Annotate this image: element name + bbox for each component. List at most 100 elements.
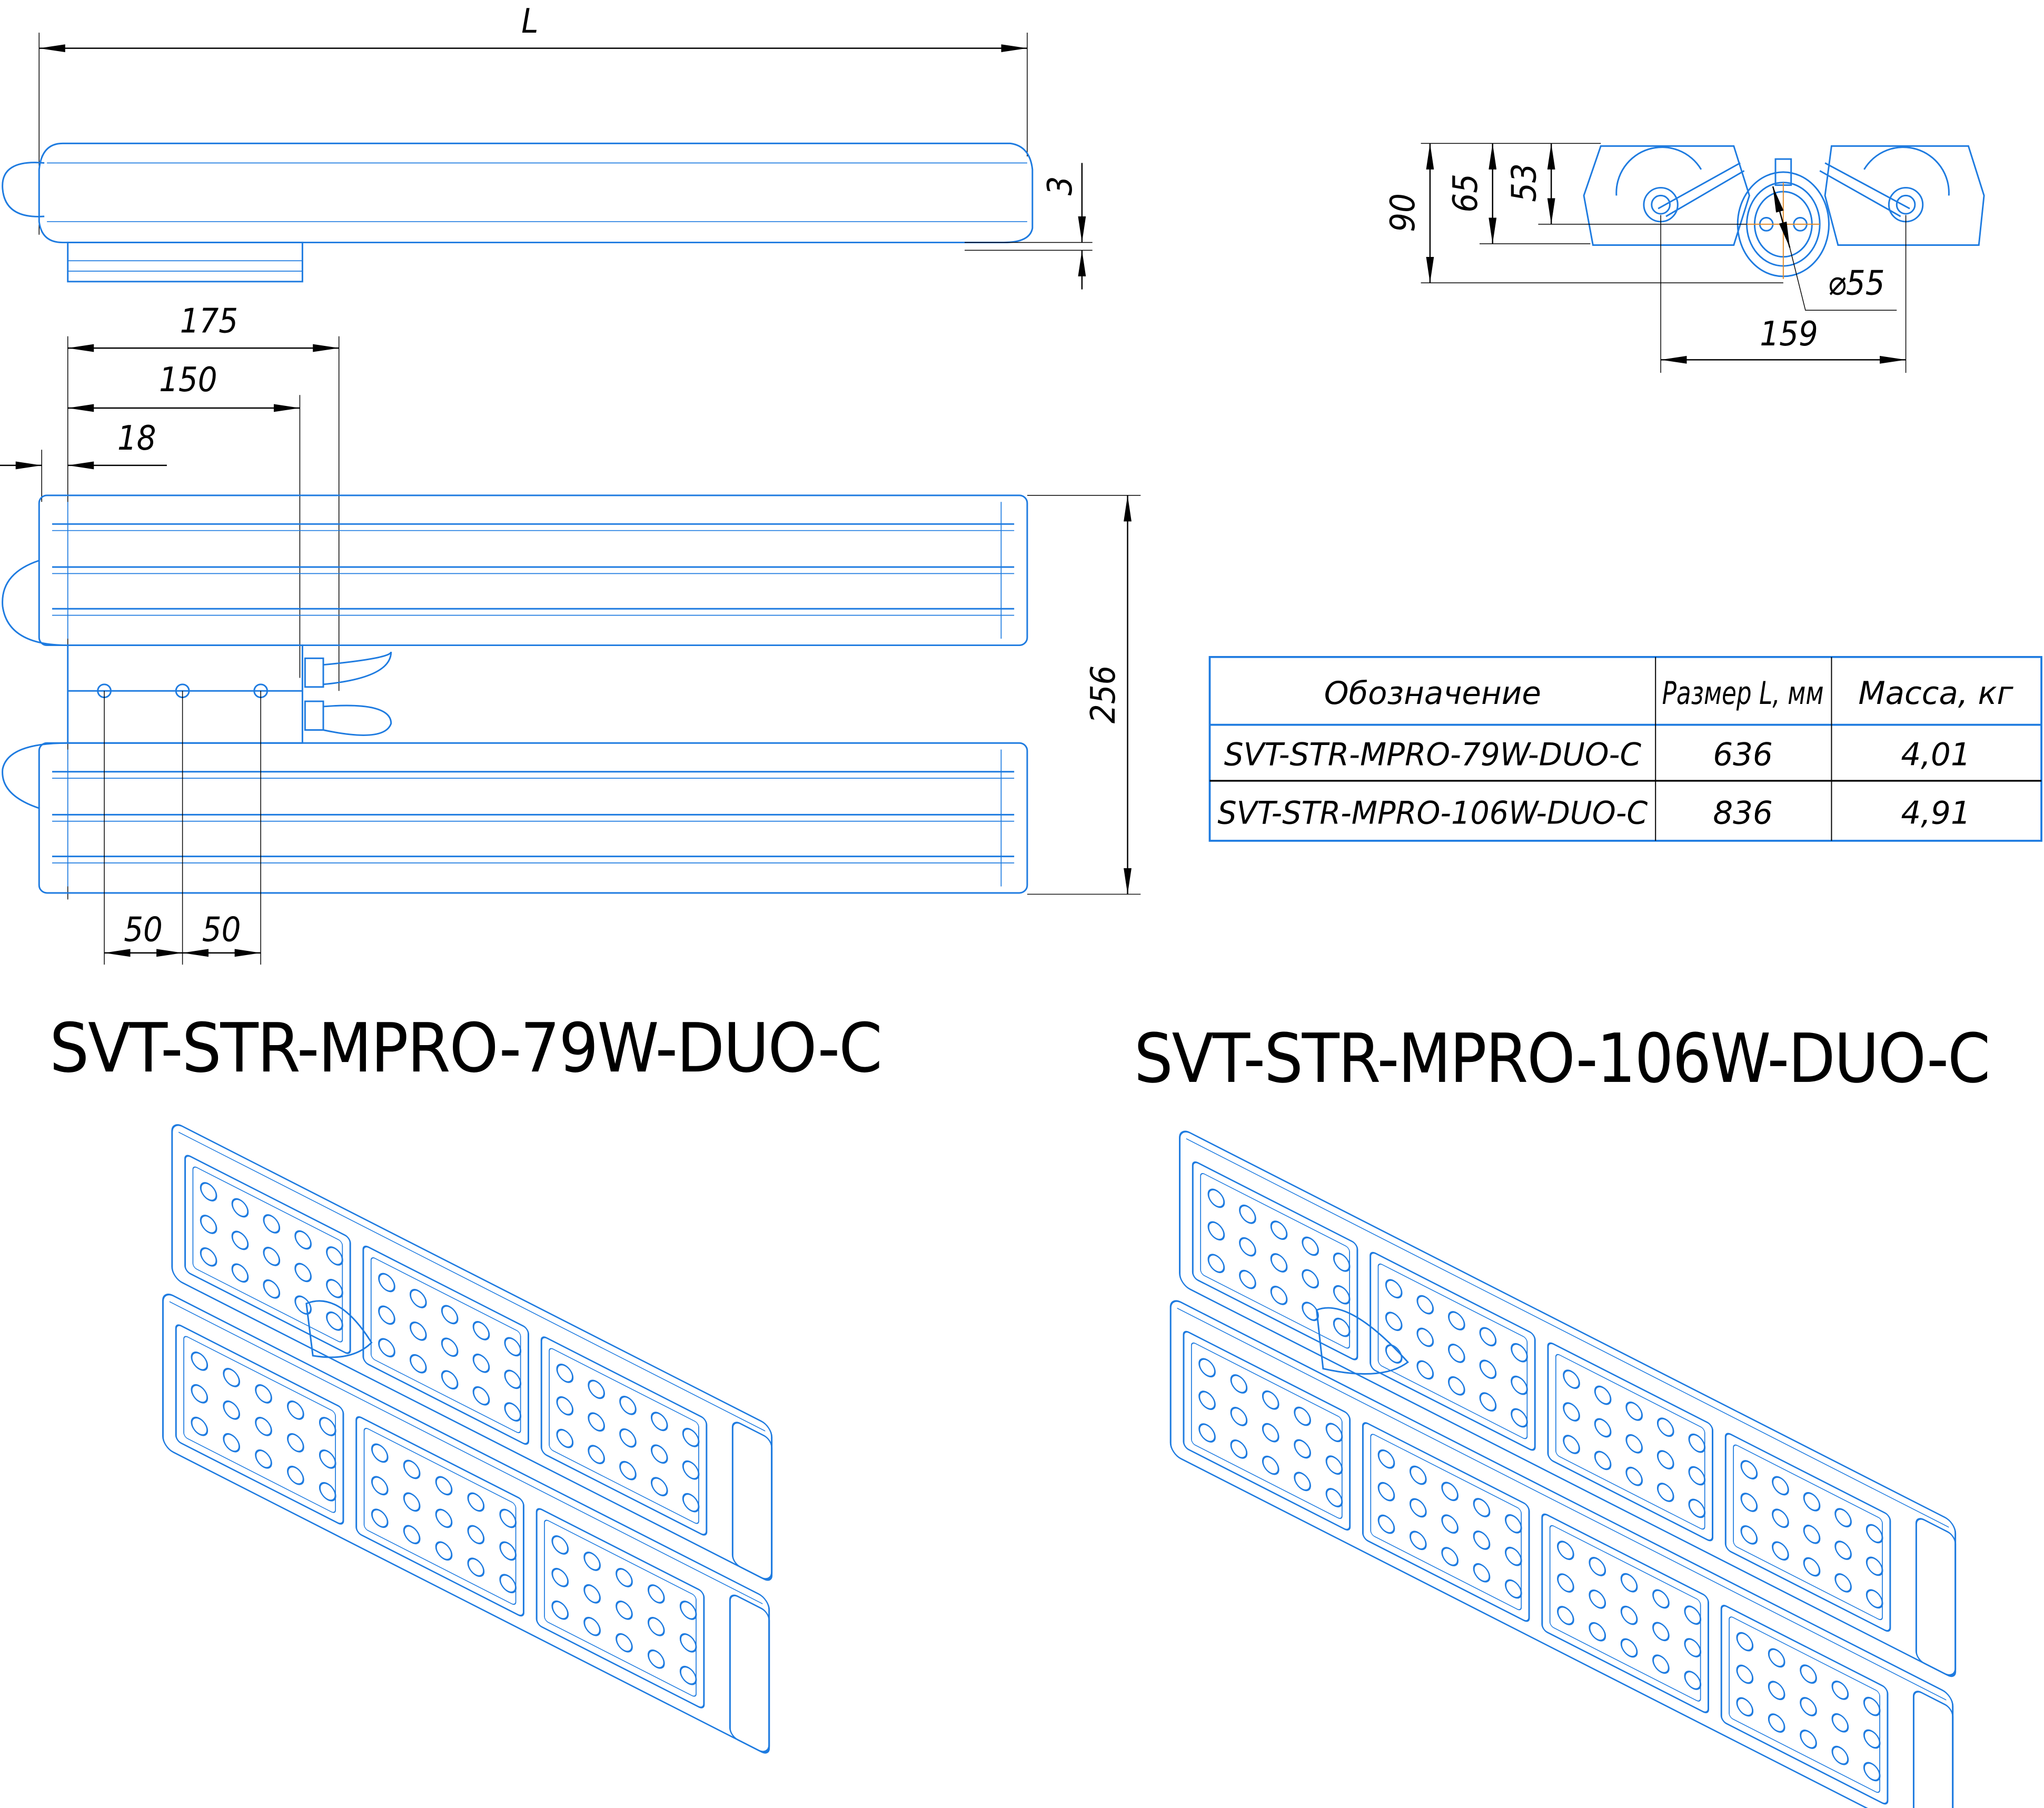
led-lens [435,1508,453,1528]
led-lens [1772,1476,1789,1496]
led-lens [1511,1408,1528,1428]
led-lens [1831,1745,1849,1765]
led-lens [1625,1402,1643,1421]
led-module [1724,1433,1891,1632]
led-lens [1684,1671,1702,1690]
led-module [175,1324,344,1525]
led-lens [1803,1557,1821,1577]
led-lens [231,1263,249,1283]
isometric-views [162,1124,1957,1808]
luminaire-106w-lower [1169,1300,1954,1808]
led-lens [499,1508,517,1528]
led-lens [1207,1188,1225,1208]
led-lens [1740,1460,1758,1479]
led-lens [551,1567,569,1587]
end-cap [731,1422,773,1581]
led-lens [1740,1493,1758,1512]
led-lens [1377,1482,1395,1502]
led-lens [556,1396,574,1416]
led-lens [682,1427,700,1447]
led-lens [1863,1696,1881,1716]
led-lens [467,1525,485,1545]
led-lens [403,1525,421,1545]
led-lens [1230,1407,1248,1426]
led-lens [1866,1524,1883,1544]
led-lens [371,1508,389,1528]
led-lens [255,1449,272,1469]
cable-upper [323,651,392,686]
led-lens [409,1322,427,1341]
led-lens [1511,1343,1528,1363]
led-lens [1656,1483,1674,1502]
led-lens [1473,1563,1491,1583]
led-lens [403,1492,421,1512]
led-lens [294,1295,312,1315]
led-lens [1409,1465,1427,1485]
housing [171,1124,773,1580]
led-lens [1652,1654,1670,1674]
led-lens [403,1459,421,1479]
led-lens [1230,1374,1248,1394]
led-lens [1441,1514,1459,1534]
mount-bracket-side [67,242,303,283]
led-lens [1652,1589,1670,1609]
led-lens [371,1443,389,1463]
table-header-size: Размер L, мм [1662,675,1824,712]
led-lens [472,1386,490,1406]
connector-106w [1315,1307,1410,1375]
led-lens [191,1384,209,1404]
led-lens [472,1321,490,1340]
dim-150-label: 150 [159,360,217,400]
led-lens [1473,1531,1491,1550]
led-lens [650,1477,668,1496]
led-lens [1325,1423,1343,1443]
led-lens [1800,1697,1817,1716]
dim-175-label: 175 [180,301,239,341]
led-lens [191,1352,209,1371]
led-lens [1740,1525,1758,1545]
led-lens [1563,1435,1580,1454]
table-cell-size-1: 636 [1713,737,1772,773]
led-lens [1333,1253,1351,1272]
led-lens [1688,1433,1706,1453]
led-lens [1294,1439,1311,1459]
led-lens [1589,1557,1606,1576]
luminaire-79w-lower [162,1294,770,1754]
led-lens [616,1633,633,1653]
led-lens [1198,1390,1216,1410]
connector-79w [305,1300,373,1358]
led-lens [1262,1423,1279,1443]
luminaire-79w-upper [171,1124,773,1581]
led-module [1362,1422,1530,1622]
led-lens [472,1353,490,1373]
led-lens [1505,1546,1522,1566]
led-lens [1473,1498,1491,1517]
end-cap [1915,1518,1957,1677]
led-lens [1557,1573,1574,1593]
led-lens [1198,1423,1216,1443]
led-lens [650,1444,668,1464]
led-lens [1505,1514,1522,1534]
led-lens [1625,1466,1643,1486]
led-lens [435,1476,453,1496]
dim-50a-label: 50 [124,910,163,950]
led-lens [231,1230,249,1250]
led-module [535,1508,705,1708]
led-lens [1262,1455,1279,1475]
led-lens [1866,1589,1883,1609]
dim-18-label: 18 [117,419,156,458]
led-lens [1230,1439,1248,1459]
led-lens [1866,1556,1883,1576]
table-cell-designation-2: SVT-STR-MPRO-106W-DUO-C [1217,796,1648,832]
led-lens [371,1476,389,1496]
led-lens [263,1247,281,1266]
led-lens [467,1557,485,1577]
led-lens [1441,1547,1459,1566]
led-lens [287,1465,304,1485]
led-lens [1409,1498,1427,1518]
led-lens [326,1311,343,1331]
led-lens [1409,1531,1427,1551]
dim-L-label: L [521,2,538,41]
luminaire-106w-upper [1179,1130,1957,1677]
profile-right [1824,145,1985,246]
